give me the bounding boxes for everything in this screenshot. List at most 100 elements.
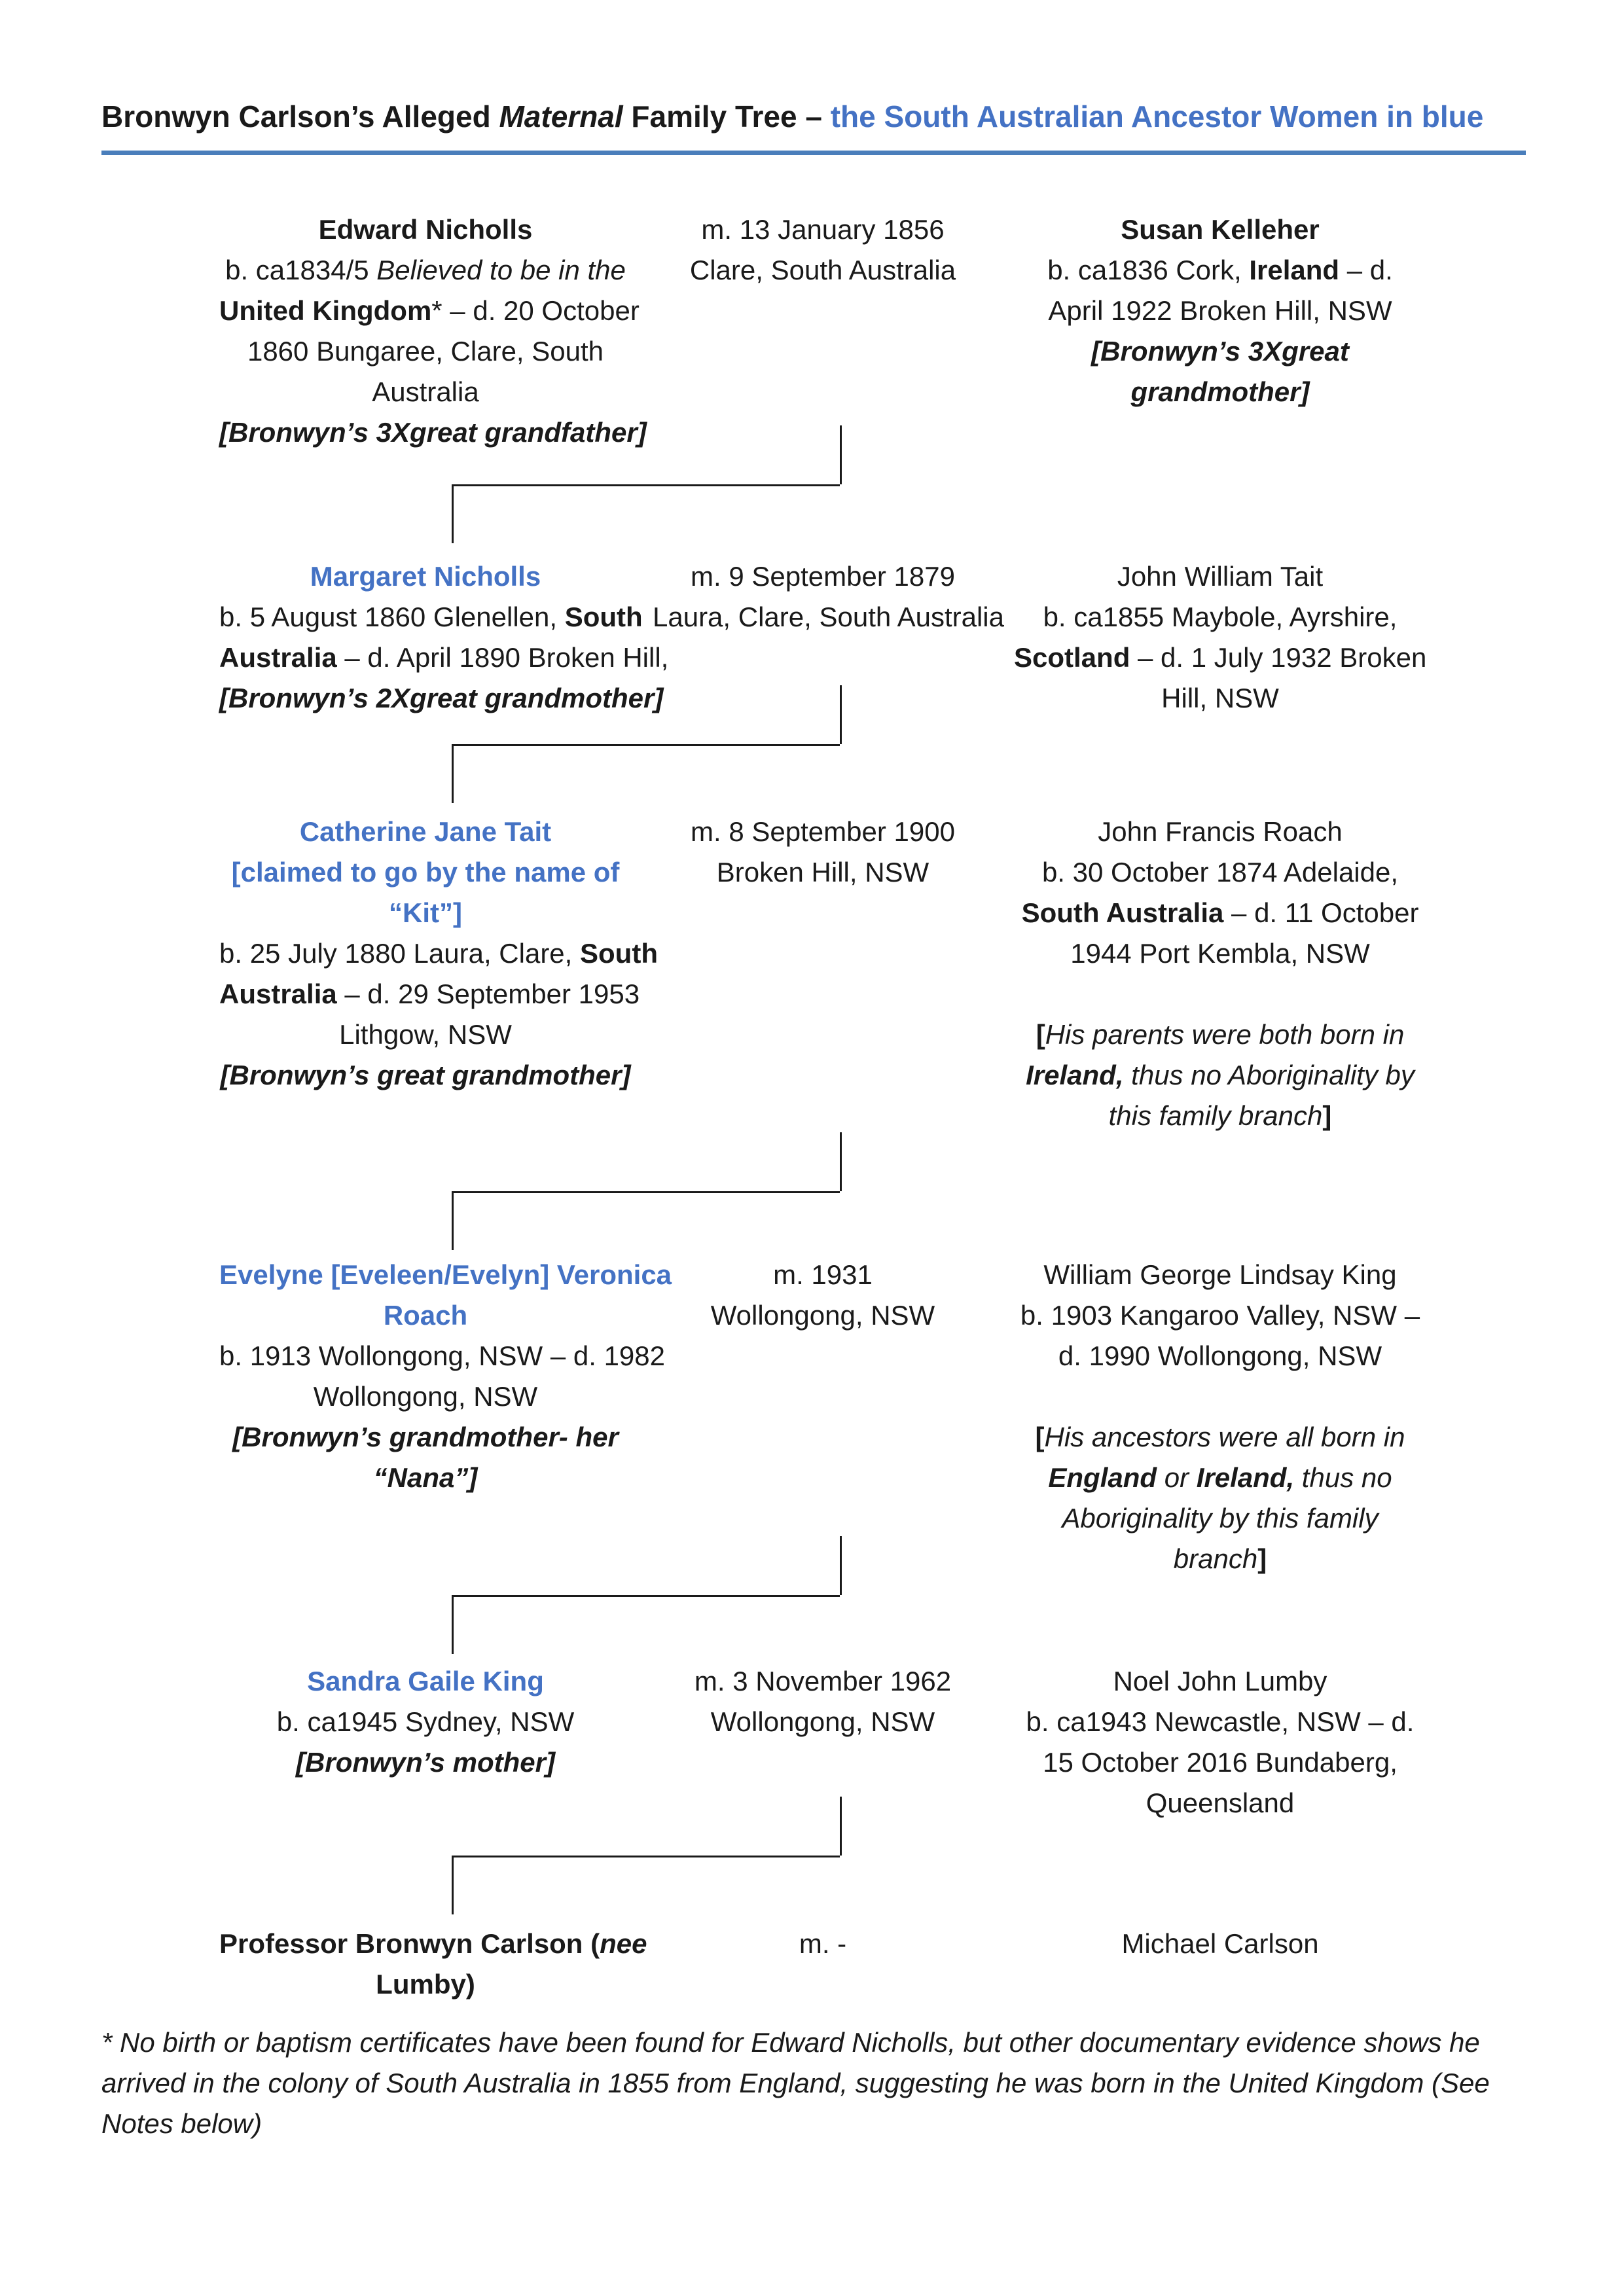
- text-run: United Kingdom: [219, 295, 432, 326]
- text-run: Australia: [219, 642, 337, 673]
- text-line: b. 5 August 1860 Glenellen, South: [219, 597, 643, 637]
- text-run: Catherine Jane Tait: [299, 816, 552, 847]
- text-line: Wollongong, NSW: [219, 1376, 632, 1417]
- text-line: b. 1913 Wollongong, NSW – d. 1982: [219, 1336, 665, 1376]
- text-line: John William Tait: [1014, 556, 1426, 597]
- text-run: Noel John Lumby: [1113, 1666, 1327, 1696]
- text-run: b. ca1943 Newcastle, NSW – d.: [1026, 1706, 1415, 1737]
- text-run: South: [580, 938, 658, 969]
- text-run: – d. 29 September 1953: [336, 978, 640, 1009]
- text-line: branch]: [1014, 1539, 1426, 1579]
- text-line: [Bronwyn’s 3Xgreat: [1014, 331, 1426, 372]
- text-run: b. 30 October 1874 Adelaide,: [1041, 857, 1399, 888]
- text-run: * – d. 20 October: [431, 295, 640, 326]
- text-run: His parents were both born in: [1045, 1019, 1405, 1050]
- text-run: South Australia: [1021, 897, 1224, 928]
- text-run: South: [564, 601, 643, 632]
- text-line: John Francis Roach: [1014, 812, 1426, 852]
- text-line: d. 1990 Wollongong, NSW: [1014, 1336, 1426, 1376]
- connector-step-to-child: [452, 1856, 840, 1914]
- text-line: Ireland, thus no Aboriginality by: [1014, 1055, 1426, 1096]
- spouse-cell: Michael Carlson: [1014, 1924, 1426, 1964]
- text-run: [Bronwyn’s 2Xgreat grandmother]: [219, 683, 664, 713]
- text-line: England or Ireland, thus no: [1014, 1458, 1426, 1498]
- text-run: [: [1035, 1422, 1045, 1452]
- text-run: d. 1990 Wollongong, NSW: [1058, 1340, 1382, 1371]
- text-line: [His ancestors were all born in: [1014, 1417, 1426, 1458]
- text-line: b. ca1855 Maybole, Ayrshire,: [1014, 597, 1426, 637]
- text-line: Clare, South Australia: [653, 250, 993, 291]
- text-line: William George Lindsay King: [1014, 1255, 1426, 1295]
- text-run: * No birth or baptism certificates have …: [101, 2027, 1490, 2139]
- text-run: b. 1913 Wollongong, NSW – d. 1982: [219, 1340, 666, 1371]
- text-line: b. ca1836 Cork, Ireland – d.: [1014, 250, 1426, 291]
- text-run: m. -: [799, 1928, 847, 1959]
- text-run: b. 25 July 1880 Laura, Clare,: [219, 938, 581, 969]
- text-run: b. 1903 Kangaroo Valley, NSW –: [1020, 1300, 1420, 1331]
- spouse-cell: Noel John Lumby b. ca1943 Newcastle, NSW …: [1014, 1661, 1426, 1823]
- text-run: Australia: [372, 376, 479, 407]
- text-run: – d. April 1890 Broken Hill,: [336, 642, 669, 673]
- text-line: Edward Nicholls: [219, 209, 632, 250]
- text-line: [Bronwyn’s mother]: [219, 1742, 632, 1783]
- text-run: thus no Aboriginality by: [1123, 1060, 1415, 1090]
- text-line: Wollongong, NSW: [653, 1702, 993, 1742]
- text-run: [Bronwyn’s great grandmother]: [220, 1060, 631, 1090]
- text-run: [Bronwyn’s 3Xgreat: [1091, 336, 1349, 367]
- text-run: b. ca1945 Sydney, NSW: [276, 1706, 575, 1737]
- text-line: United Kingdom* – d. 20 October: [219, 291, 640, 331]
- text-line: [Bronwyn’s 2Xgreat grandmother]: [219, 678, 663, 719]
- text-line: b. 30 October 1874 Adelaide,: [1014, 852, 1426, 893]
- text-line: Aboriginality by this family: [1014, 1498, 1426, 1539]
- text-line: Noel John Lumby: [1014, 1661, 1426, 1702]
- text-line: b. ca1943 Newcastle, NSW – d.: [1014, 1702, 1426, 1742]
- text-run: m. 13 January 1856: [701, 214, 945, 245]
- ancestor-woman-cell: Catherine Jane Tait [claimed to go by the…: [219, 812, 658, 1096]
- text-line: [claimed to go by the name of: [219, 852, 632, 893]
- text-run: Roach: [383, 1300, 468, 1331]
- descent-connector: [219, 425, 939, 543]
- text-run: [claimed to go by the name of: [231, 857, 620, 888]
- text-line: Australia – d. April 1890 Broken Hill,: [219, 637, 668, 678]
- text-run: nee: [600, 1928, 647, 1959]
- text-run: 1944 Port Kembla, NSW: [1070, 938, 1370, 969]
- page-title: Bronwyn Carlson’s Alleged Maternal Famil…: [101, 98, 1526, 155]
- text-line: Margaret Nicholls: [219, 556, 632, 597]
- text-run: m. 1931: [773, 1259, 873, 1290]
- text-line: b. ca1834/5 Believed to be in the: [219, 250, 632, 291]
- text-run: the South Australian Ancestor Women in b…: [830, 99, 1484, 134]
- text-line: South Australia – d. 11 October: [1014, 893, 1426, 933]
- text-line: Sandra Gaile King: [219, 1661, 632, 1702]
- connector-step-to-child: [452, 744, 840, 803]
- text-run: m. 3 November 1962: [694, 1666, 952, 1696]
- text-run: thus no: [1294, 1462, 1392, 1493]
- text-line: Susan Kelleher: [1014, 209, 1426, 250]
- text-run: Lumby): [376, 1969, 475, 2000]
- text-line: April 1922 Broken Hill, NSW: [1014, 291, 1426, 331]
- descent-connector: [219, 1797, 939, 1914]
- text-run: Wollongong, NSW: [710, 1706, 935, 1737]
- text-line: 1860 Bungaree, Clare, South: [219, 331, 632, 372]
- text-line: Roach: [219, 1295, 632, 1336]
- text-line: this family branch]: [1014, 1096, 1426, 1136]
- text-run: b. ca1855 Maybole, Ayrshire,: [1043, 601, 1398, 632]
- text-line: “Kit”]: [219, 893, 632, 933]
- text-run: [Bronwyn’s grandmother- her: [232, 1422, 619, 1452]
- text-run: John William Tait: [1117, 561, 1324, 592]
- text-run: m. 8 September 1900: [691, 816, 955, 847]
- text-line: 1944 Port Kembla, NSW: [1014, 933, 1426, 974]
- text-line: m. 13 January 1856: [653, 209, 993, 250]
- text-run: Michael Carlson: [1121, 1928, 1319, 1959]
- text-run: Clare, South Australia: [689, 255, 956, 285]
